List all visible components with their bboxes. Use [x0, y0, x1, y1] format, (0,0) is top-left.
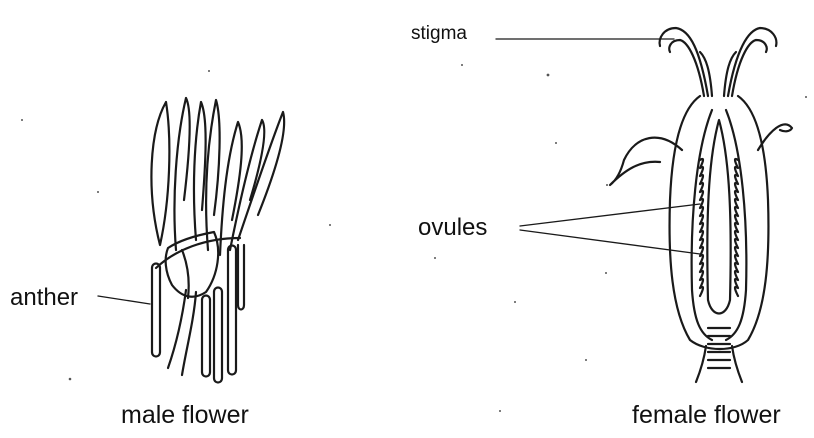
scan-speckles	[21, 64, 807, 412]
stigma-label: stigma	[411, 24, 467, 43]
male-petal-4	[206, 100, 220, 250]
stigma-curls-left	[660, 28, 708, 96]
male-anther-2	[202, 296, 210, 377]
stigma-inner	[700, 52, 736, 96]
ovary-cavity	[707, 120, 730, 314]
female-stalk-left	[696, 346, 706, 382]
stigma-curls-right	[728, 28, 776, 96]
ovules-right	[735, 159, 738, 296]
female-flower-drawing	[610, 28, 792, 382]
ovules-left	[700, 159, 703, 296]
ovules-label: ovules	[418, 216, 487, 240]
anther-label: anther	[10, 286, 78, 310]
male-petal-1	[151, 102, 169, 245]
female-flower-caption: female flower	[632, 403, 781, 428]
male-petal-6	[230, 120, 264, 250]
male-petal-2	[174, 98, 189, 250]
male-flower-drawing	[151, 98, 284, 383]
male-petal-7	[238, 112, 284, 240]
male-anther-4	[228, 246, 236, 375]
male-anther-3	[214, 288, 222, 383]
male-flower-caption: male flower	[121, 403, 249, 428]
female-stalk-right	[732, 346, 742, 382]
ovules-leader-lower	[520, 230, 700, 254]
ovules-leader-upper	[520, 204, 700, 226]
male-anther-1	[152, 264, 160, 357]
male-petal-3	[194, 102, 206, 240]
male-filament-1	[168, 290, 186, 368]
female-outer-wall	[670, 96, 769, 349]
male-petal-5	[220, 122, 242, 255]
male-anther-5	[238, 245, 244, 310]
anther-leader-line	[98, 296, 150, 304]
